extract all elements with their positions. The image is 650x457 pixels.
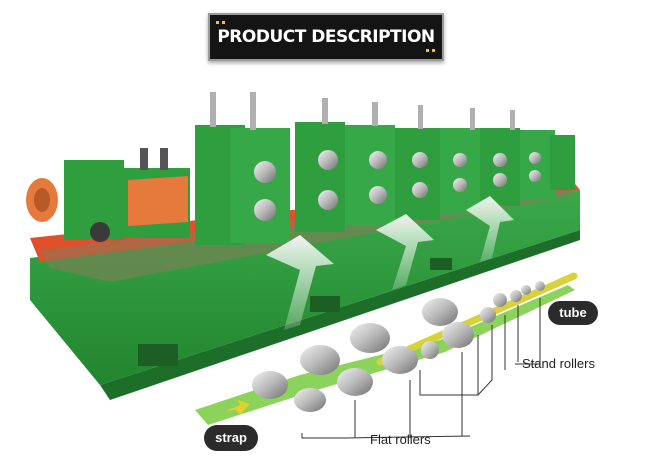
base-vent <box>138 344 178 366</box>
entry-guide <box>26 148 190 242</box>
base-vent <box>310 296 340 312</box>
banner-title: PRODUCT DESCRIPTION <box>217 27 435 47</box>
roller-schematic <box>195 272 578 439</box>
flat-rollers-label: Flat rollers <box>370 432 431 447</box>
upward-arrows <box>266 196 514 330</box>
tube-label: tube <box>548 301 598 325</box>
strap-label: strap <box>204 425 258 451</box>
base-vent <box>430 258 452 270</box>
product-description-banner: PRODUCT DESCRIPTION <box>208 13 444 61</box>
forming-stands <box>195 92 575 245</box>
stand-rollers-label: Stand rollers <box>522 356 595 371</box>
